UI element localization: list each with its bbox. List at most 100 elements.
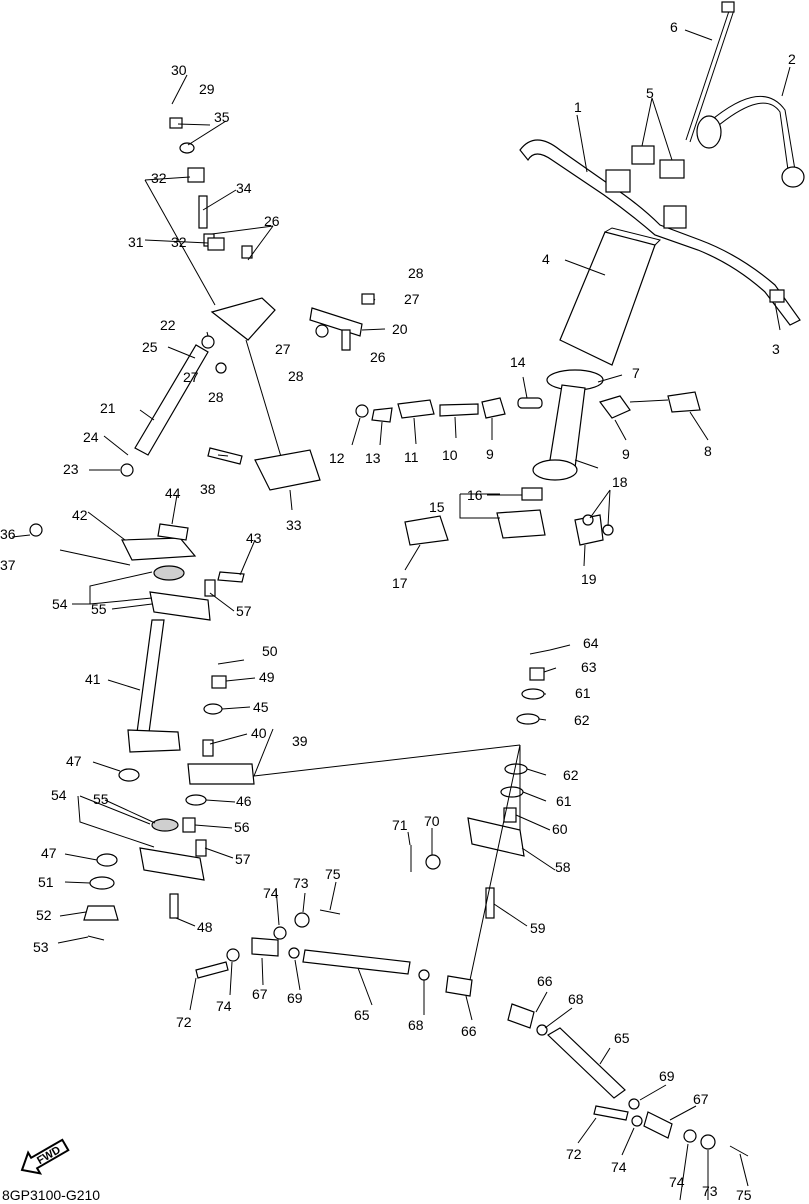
washer-47-lower xyxy=(96,853,118,867)
nut-68-left xyxy=(418,969,430,981)
steering-cover xyxy=(559,231,656,366)
nut-73-right xyxy=(700,1134,716,1150)
leader-lines xyxy=(11,29,791,1201)
clamp-upper xyxy=(605,169,631,193)
arm-8 xyxy=(667,391,701,413)
callout-7: 7 xyxy=(632,365,640,381)
washer-51 xyxy=(89,876,115,890)
callout-62-lower: 62 xyxy=(563,767,579,783)
bushing-14 xyxy=(517,397,543,409)
top-bracket xyxy=(210,297,276,341)
callout-25: 25 xyxy=(142,339,158,355)
callout-33: 33 xyxy=(286,517,302,533)
callout-42: 42 xyxy=(72,507,88,523)
pin-75-left xyxy=(319,909,341,915)
callout-21: 21 xyxy=(100,400,116,416)
callout-31: 31 xyxy=(128,234,144,250)
washer-35 xyxy=(179,142,195,154)
callout-61-upper: 61 xyxy=(575,685,591,701)
part-drawings xyxy=(29,1,805,1157)
callout-5: 5 xyxy=(646,85,654,101)
diagram-code: 8GP3100-G210 xyxy=(2,1187,100,1203)
callout-54-upper: 54 xyxy=(52,596,68,612)
bolt-72-right xyxy=(593,1105,629,1121)
callout-63: 63 xyxy=(581,659,597,675)
steering-column xyxy=(549,384,586,469)
bolt-26 xyxy=(341,329,351,351)
callout-20: 20 xyxy=(392,321,408,337)
callout-6: 6 xyxy=(670,19,678,35)
callout-68-right: 68 xyxy=(568,991,584,1007)
bearing-55-upper xyxy=(153,565,185,581)
pin-53 xyxy=(87,935,105,941)
callout-24: 24 xyxy=(83,429,99,445)
pin-75-right xyxy=(729,1145,749,1157)
column-lower xyxy=(532,459,578,481)
bushing-16 xyxy=(521,487,543,501)
callout-73-right: 73 xyxy=(702,1183,718,1199)
bolt-57-upper xyxy=(204,579,216,597)
callout-27-top: 27 xyxy=(404,291,420,307)
callout-60: 60 xyxy=(552,821,568,837)
bolt-43 xyxy=(217,571,245,583)
callout-14: 14 xyxy=(510,354,526,370)
callout-52: 52 xyxy=(36,907,52,923)
callout-61-lower: 61 xyxy=(556,793,572,809)
callout-8: 8 xyxy=(704,443,712,459)
callout-74-mid: 74 xyxy=(611,1159,627,1175)
shaft-41-arm xyxy=(127,729,181,753)
callout-13: 13 xyxy=(365,450,381,466)
callout-37: 37 xyxy=(0,557,16,573)
cable-end-left xyxy=(696,115,722,149)
arm-58 xyxy=(467,817,525,857)
fwd-arrow-shape xyxy=(20,1138,70,1175)
callout-22: 22 xyxy=(160,317,176,333)
callout-66-right: 66 xyxy=(537,973,553,989)
pin-50 xyxy=(217,659,245,665)
callout-47-upper: 47 xyxy=(66,753,82,769)
callout-29: 29 xyxy=(199,81,215,97)
callout-28-top: 28 xyxy=(408,265,424,281)
callout-4: 4 xyxy=(542,251,550,267)
fwd-arrow: FWD xyxy=(20,1138,70,1175)
link-33 xyxy=(245,339,286,471)
rod-10 xyxy=(439,403,479,417)
nut-49 xyxy=(211,675,227,689)
bolt-57-lower xyxy=(195,839,207,857)
plate-17 xyxy=(404,515,449,546)
callout-27-left: 27 xyxy=(183,369,199,385)
callout-55-upper: 55 xyxy=(91,601,107,617)
callout-18: 18 xyxy=(612,474,628,490)
callout-67-left: 67 xyxy=(252,986,268,1002)
callout-32-lower: 32 xyxy=(171,234,187,250)
nut-27 xyxy=(361,293,375,305)
nut-12 xyxy=(355,404,369,418)
callout-45: 45 xyxy=(253,699,269,715)
callout-3: 3 xyxy=(772,341,780,357)
callout-27-mid: 27 xyxy=(275,341,291,357)
bolt-13 xyxy=(371,407,393,423)
bracket-15 xyxy=(496,509,546,539)
callout-65-right: 65 xyxy=(614,1030,630,1046)
callout-72-right: 72 xyxy=(566,1146,582,1162)
rod-21 xyxy=(134,344,209,456)
callout-74-left: 74 xyxy=(216,998,232,1014)
nut-70 xyxy=(425,854,441,870)
bolt-72-left xyxy=(195,961,229,979)
bolt-3 xyxy=(769,289,785,303)
callout-11: 11 xyxy=(404,449,419,465)
callout-72-left: 72 xyxy=(176,1014,192,1030)
washer-62-upper xyxy=(516,713,540,725)
collar-56 xyxy=(182,817,196,833)
clamp-right xyxy=(663,205,687,229)
callout-65-left: 65 xyxy=(354,1007,370,1023)
bolt-26-right xyxy=(241,245,253,259)
joint-9 xyxy=(481,397,506,419)
end-67-right xyxy=(643,1111,673,1139)
joint-22 xyxy=(201,335,215,349)
callout-15: 15 xyxy=(429,499,445,515)
washer-61-upper xyxy=(521,688,545,700)
joint-23 xyxy=(120,463,134,477)
